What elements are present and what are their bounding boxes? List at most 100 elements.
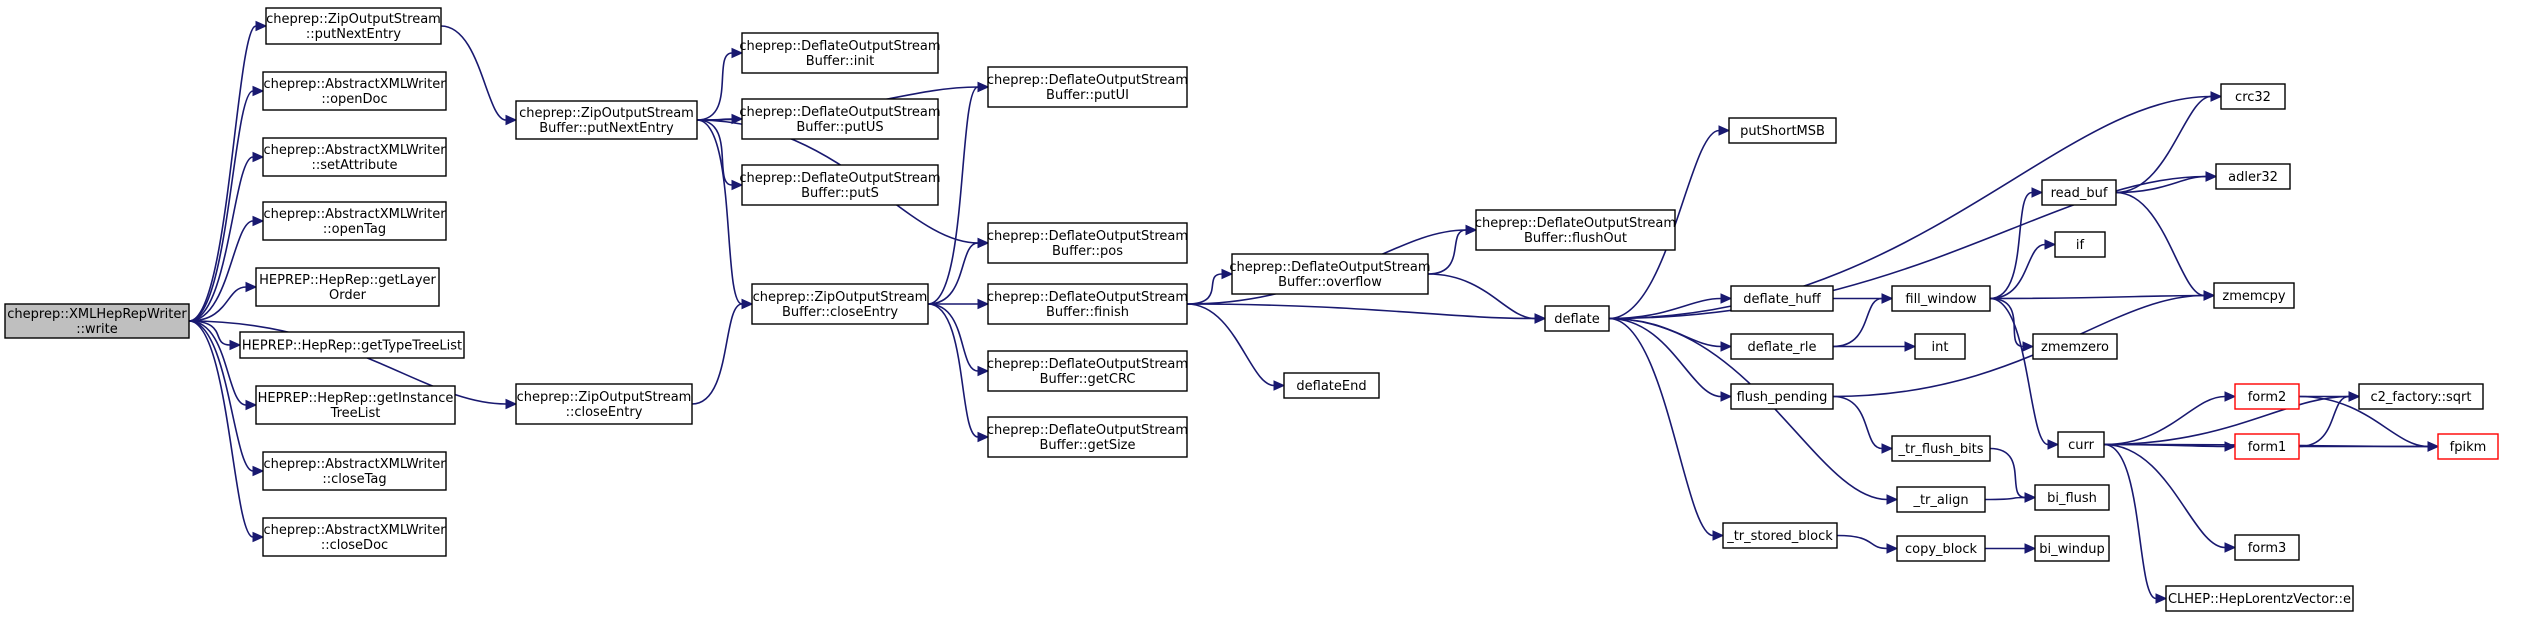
node-label: cheprep::DeflateOutputStream bbox=[987, 423, 1188, 438]
node-bi-flush[interactable]: bi_flush bbox=[2034, 484, 2110, 511]
node-label: fill_window bbox=[1905, 292, 1977, 307]
node-dosb-putUI[interactable]: cheprep::DeflateOutputStreamBuffer::putU… bbox=[987, 66, 1188, 108]
node-label: read_buf bbox=[2051, 186, 2108, 201]
node-putShortMSB[interactable]: putShortMSB bbox=[1728, 117, 1837, 144]
call-edge bbox=[2103, 443, 2168, 604]
node-zos-closeEntry[interactable]: cheprep::ZipOutputStream::closeEntry bbox=[515, 383, 693, 425]
node-flush-pending[interactable]: flush_pending bbox=[1730, 383, 1834, 410]
call-edge bbox=[1608, 317, 1733, 352]
call-edge bbox=[188, 320, 265, 543]
node-axw-openDoc[interactable]: cheprep::AbstractXMLWriter::openDoc bbox=[262, 71, 447, 111]
call-edge bbox=[1832, 395, 1894, 454]
node-label: zmemcpy bbox=[2222, 289, 2286, 304]
node-label: cheprep::AbstractXMLWriter bbox=[263, 207, 446, 222]
node-fill-window[interactable]: fill_window bbox=[1891, 285, 1991, 312]
node-label: HEPREP::HepRep::getInstance bbox=[258, 391, 454, 406]
node-label: cheprep::DeflateOutputStream bbox=[1229, 260, 1430, 275]
node-zmemzero[interactable]: zmemzero bbox=[2032, 333, 2118, 360]
call-edge bbox=[1186, 303, 1547, 324]
node-label: ::closeDoc bbox=[321, 538, 388, 553]
node-label: bi_flush bbox=[2047, 491, 2097, 506]
node-if[interactable]: if bbox=[2054, 231, 2106, 258]
node-copy-block[interactable]: copy_block bbox=[1896, 535, 1986, 562]
node-axw-closeTag[interactable]: cheprep::AbstractXMLWriter::closeTag bbox=[262, 451, 447, 491]
node-zosb-putNextEntry[interactable]: cheprep::ZipOutputStreamBuffer::putNextE… bbox=[515, 100, 698, 140]
node-dosb-flushOut[interactable]: cheprep::DeflateOutputStreamBuffer::flus… bbox=[1475, 209, 1676, 251]
call-edge bbox=[1186, 268, 1234, 305]
node-label: ::write bbox=[76, 322, 117, 337]
node-label: copy_block bbox=[1905, 542, 1978, 557]
call-edge bbox=[1984, 492, 2037, 503]
node-curr[interactable]: curr bbox=[2057, 431, 2105, 458]
node-read-buf[interactable]: read_buf bbox=[2041, 179, 2117, 206]
call-edge bbox=[696, 119, 754, 310]
node-label: cheprep::ZipOutputStream bbox=[753, 290, 928, 305]
node-label: cheprep::DeflateOutputStream bbox=[739, 105, 940, 120]
node-zmemcpy[interactable]: zmemcpy bbox=[2213, 282, 2295, 309]
node-label: form3 bbox=[2248, 541, 2287, 556]
call-edge bbox=[1989, 239, 2057, 300]
node-root[interactable]: cheprep::XMLHepRepWriter::write bbox=[4, 303, 190, 339]
call-edge bbox=[1989, 297, 2035, 352]
call-edge bbox=[1608, 317, 1733, 402]
call-edge bbox=[188, 320, 518, 410]
call-edge bbox=[2298, 391, 2361, 448]
node-label: flush_pending bbox=[1737, 390, 1828, 405]
node-dosb-putUS[interactable]: cheprep::DeflateOutputStreamBuffer::putU… bbox=[739, 98, 941, 140]
node-deflate-rle[interactable]: deflate_rle bbox=[1730, 333, 1834, 360]
node-label: ::putNextEntry bbox=[306, 27, 402, 42]
node-form3[interactable]: form3 bbox=[2234, 534, 2300, 561]
call-edge bbox=[1427, 273, 1547, 324]
call-edge bbox=[188, 20, 268, 322]
node-label: deflate_huff bbox=[1743, 292, 1821, 307]
node-label: cheprep::DeflateOutputStream bbox=[987, 73, 1188, 88]
node-form1[interactable]: form1 bbox=[2234, 433, 2300, 460]
call-edge bbox=[188, 320, 258, 411]
node-label: _tr_stored_block bbox=[1726, 529, 1833, 544]
node-label: deflateEnd bbox=[1296, 379, 1366, 394]
node-dosb-getCRC[interactable]: cheprep::DeflateOutputStreamBuffer::getC… bbox=[987, 350, 1188, 392]
node-deflate-huff[interactable]: deflate_huff bbox=[1730, 285, 1834, 312]
node-dosb-overflow[interactable]: cheprep::DeflateOutputStreamBuffer::over… bbox=[1229, 253, 1431, 295]
node-dosb-getSize[interactable]: cheprep::DeflateOutputStreamBuffer::getS… bbox=[987, 416, 1188, 458]
call-edge bbox=[440, 25, 518, 126]
node-label: cheprep::AbstractXMLWriter bbox=[263, 143, 446, 158]
node-adler32[interactable]: adler32 bbox=[2215, 163, 2291, 190]
node-axw-setAttribute[interactable]: cheprep::AbstractXMLWriter::setAttribute bbox=[262, 137, 447, 177]
node-bi-windup[interactable]: bi_windup bbox=[2034, 535, 2110, 562]
node-deflateEnd[interactable]: deflateEnd bbox=[1283, 372, 1380, 399]
node-tr-flush-bits[interactable]: _tr_flush_bits bbox=[1891, 435, 1991, 462]
node-tr-align[interactable]: _tr_align bbox=[1896, 486, 1986, 513]
call-edge bbox=[188, 151, 265, 322]
node-label: cheprep::DeflateOutputStream bbox=[987, 357, 1188, 372]
node-label: ::openDoc bbox=[321, 92, 387, 107]
node-c2-sqrt[interactable]: c2_factory::sqrt bbox=[2358, 383, 2484, 410]
node-dosb-finish[interactable]: cheprep::DeflateOutputStreamBuffer::fini… bbox=[987, 283, 1188, 325]
call-edge bbox=[1832, 341, 1917, 352]
node-zos-putNextEntry[interactable]: cheprep::ZipOutputStream::putNextEntry bbox=[265, 7, 442, 45]
node-axw-closeDoc[interactable]: cheprep::AbstractXMLWriter::closeDoc bbox=[262, 517, 447, 557]
node-axw-openTag[interactable]: cheprep::AbstractXMLWriter::openTag bbox=[262, 201, 447, 241]
node-zosb-closeEntry[interactable]: cheprep::ZipOutputStreamBuffer::closeEnt… bbox=[751, 283, 929, 325]
node-label: cheprep::DeflateOutputStream bbox=[1475, 216, 1676, 231]
node-deflate[interactable]: deflate bbox=[1544, 305, 1610, 332]
node-crc32[interactable]: crc32 bbox=[2220, 83, 2286, 110]
node-label: cheprep::AbstractXMLWriter bbox=[263, 77, 446, 92]
node-tr-stored-block[interactable]: _tr_stored_block bbox=[1722, 522, 1838, 549]
node-hr-getTypeTreeList[interactable]: HEPREP::HepRep::getTypeTreeList bbox=[239, 331, 465, 359]
node-label: cheprep::XMLHepRepWriter bbox=[7, 307, 187, 322]
node-label: Buffer::putUS bbox=[796, 120, 883, 135]
node-form2[interactable]: form2 bbox=[2234, 383, 2300, 410]
edge-layer bbox=[188, 20, 2440, 604]
node-int[interactable]: int bbox=[1914, 333, 1966, 360]
node-layer: cheprep::XMLHepRepWriter::writecheprep::… bbox=[4, 7, 2499, 612]
call-edge bbox=[927, 303, 990, 443]
node-hlv-e[interactable]: CLHEP::HepLorentzVector::e bbox=[2165, 585, 2354, 612]
node-fpikm[interactable]: fpikm bbox=[2437, 433, 2499, 460]
node-label: zmemzero bbox=[2041, 340, 2109, 355]
